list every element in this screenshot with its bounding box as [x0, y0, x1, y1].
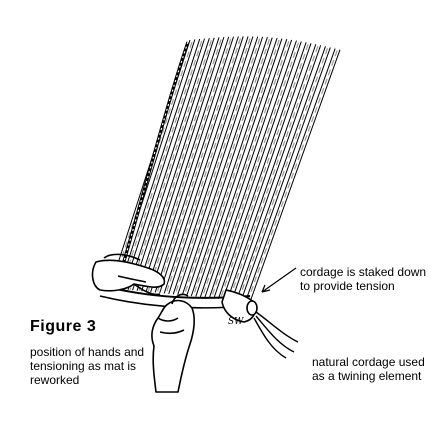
reed-edge — [159, 36, 244, 294]
reed-shading — [201, 40, 290, 298]
reed-edge — [141, 36, 225, 292]
reed-shading — [129, 39, 212, 290]
staked-arrow — [261, 267, 297, 293]
reed-shading — [192, 39, 280, 297]
mat-reeds — [109, 36, 341, 303]
reed-edge — [222, 43, 312, 300]
reed-edge — [245, 48, 336, 302]
reed-edge — [127, 38, 210, 290]
reed-shading — [174, 38, 261, 295]
annotation-natural-cordage: natural cordage used as a twining elemen… — [312, 355, 425, 383]
reed-edge — [213, 41, 302, 299]
reed-edge — [154, 36, 239, 293]
reed-edge — [150, 36, 235, 293]
reed-shading — [183, 38, 270, 296]
reed-edge — [204, 39, 293, 298]
reed-shading — [228, 46, 319, 300]
reed-edge — [172, 36, 259, 295]
reed-edge — [177, 36, 264, 295]
artist-initials: SW — [228, 317, 244, 327]
reed-shading — [147, 38, 232, 292]
figure-title: Figure 3 — [30, 318, 97, 335]
reed-shading — [156, 38, 241, 293]
reed-edge — [226, 44, 317, 300]
reed-edge — [217, 42, 307, 300]
reed-edge — [208, 40, 297, 299]
reed-edge — [123, 38, 205, 290]
reed-shading — [219, 44, 309, 300]
upper-hand — [91, 253, 166, 296]
reed-edge — [199, 39, 288, 298]
lower-hand — [151, 293, 195, 393]
reed-edge — [132, 37, 215, 291]
reed-shading — [237, 48, 329, 301]
reed-edge — [181, 37, 268, 296]
mat-edge-cord — [116, 41, 190, 283]
reed-edge — [195, 38, 283, 297]
figure-caption: position of hands and tensioning as mat … — [30, 345, 145, 387]
reed-edge — [163, 36, 249, 294]
stake-bundle — [221, 289, 258, 323]
reed-edge — [168, 36, 254, 295]
annotation-staked: cordage is staked down to provide tensio… — [300, 265, 427, 293]
reed-edge — [145, 36, 230, 292]
reed-shading — [111, 41, 193, 289]
reed-edge — [235, 46, 326, 301]
reed-shading — [138, 39, 222, 291]
reed-edge — [136, 37, 220, 291]
reed-shading — [246, 50, 338, 302]
reed-edge — [231, 45, 322, 301]
natural-cordage — [253, 311, 299, 359]
reed-edge — [118, 38, 201, 290]
reed-shading — [120, 40, 203, 290]
reed-shading — [210, 42, 300, 299]
reed-edge — [249, 49, 341, 303]
reed-shading — [165, 38, 251, 294]
reed-edge — [240, 47, 331, 302]
reed-edge — [186, 37, 273, 296]
reed-edge — [190, 37, 278, 297]
